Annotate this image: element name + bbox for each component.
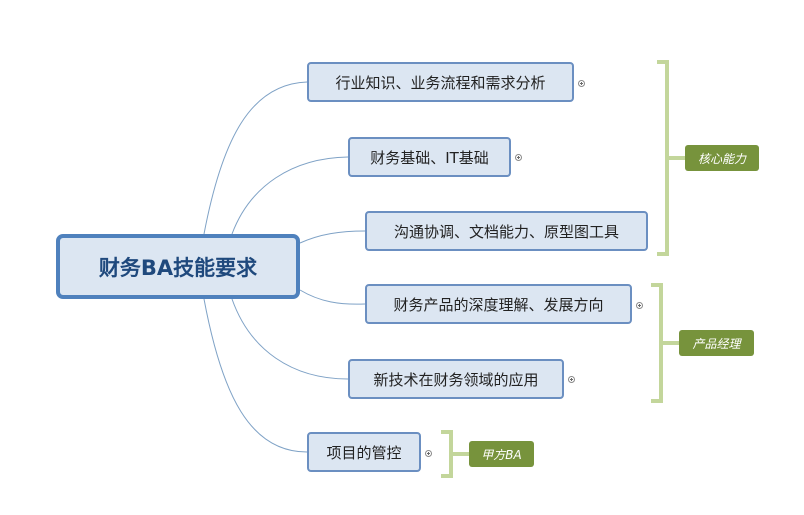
summary-client-ba[interactable]: 甲方BA: [469, 441, 534, 467]
expand-topic-product-understanding-icon[interactable]: [636, 302, 643, 309]
summary-product-manager[interactable]: 产品经理: [679, 330, 754, 356]
topic-finance-it-basics[interactable]: 财务基础、IT基础: [348, 137, 511, 177]
connector-topic-6: [203, 298, 308, 453]
topic-new-technology[interactable]: 新技术在财务领域的应用: [348, 359, 564, 399]
expand-topic-industry-knowledge-icon[interactable]: [578, 80, 585, 87]
connector-topic-1: [203, 81, 308, 235]
bracket-client-ba: [441, 430, 469, 478]
topic-communication-docs[interactable]: 沟通协调、文档能力、原型图工具: [365, 211, 648, 251]
expand-topic-project-control-icon[interactable]: [425, 450, 432, 457]
connector-topic-2: [231, 156, 349, 235]
expand-topic-finance-it-basics-icon[interactable]: [515, 154, 522, 161]
summary-core-ability[interactable]: 核心能力: [685, 145, 759, 171]
connector-topic-5: [231, 298, 349, 380]
connector-topic-3: [299, 230, 366, 244]
bracket-core-ability: [657, 60, 685, 256]
expand-topic-new-technology-icon[interactable]: [568, 376, 575, 383]
topic-project-control[interactable]: 项目的管控: [307, 432, 421, 472]
topic-industry-knowledge[interactable]: 行业知识、业务流程和需求分析: [307, 62, 574, 102]
bracket-product-manager: [651, 283, 679, 403]
connector-topic-4: [299, 289, 366, 305]
topic-product-understanding[interactable]: 财务产品的深度理解、发展方向: [365, 284, 632, 324]
central-topic[interactable]: 财务BA技能要求: [56, 234, 300, 299]
